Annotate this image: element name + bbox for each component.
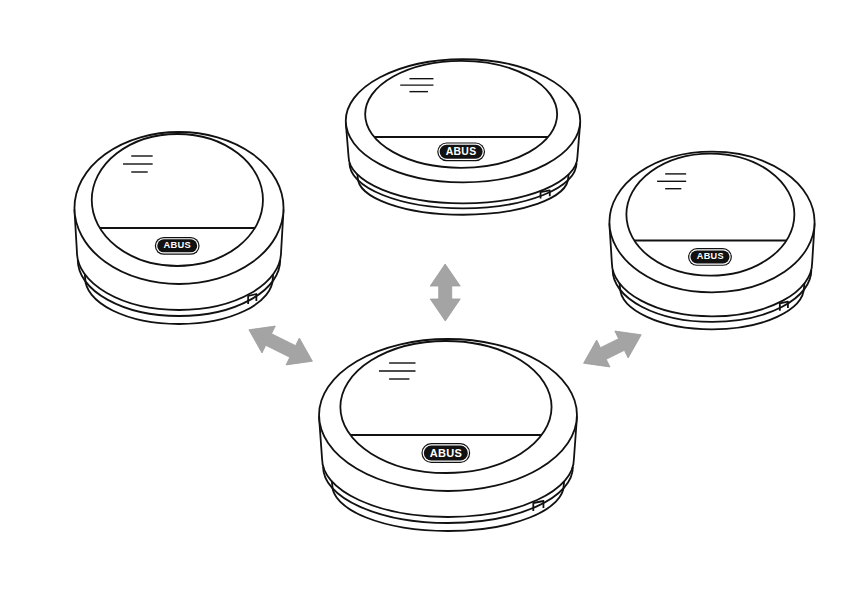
smoke-detector: ABUS xyxy=(316,335,580,535)
detector-outline xyxy=(316,335,580,535)
brand-badge: ABUS xyxy=(158,239,198,252)
smoke-detector: ABUS xyxy=(72,128,286,328)
double-arrow xyxy=(584,331,642,367)
brand-badge: ABUS xyxy=(440,144,483,158)
smoke-detector: ABUS xyxy=(607,148,817,333)
detector-outline xyxy=(72,128,286,328)
double-arrow xyxy=(430,264,460,321)
smoke-detector: ABUS xyxy=(343,56,583,218)
brand-badge: ABUS xyxy=(691,251,730,264)
double-arrow xyxy=(249,326,312,365)
brand-badge: ABUS xyxy=(424,446,468,461)
detector-outline xyxy=(343,56,583,218)
detector-outline xyxy=(607,148,817,333)
